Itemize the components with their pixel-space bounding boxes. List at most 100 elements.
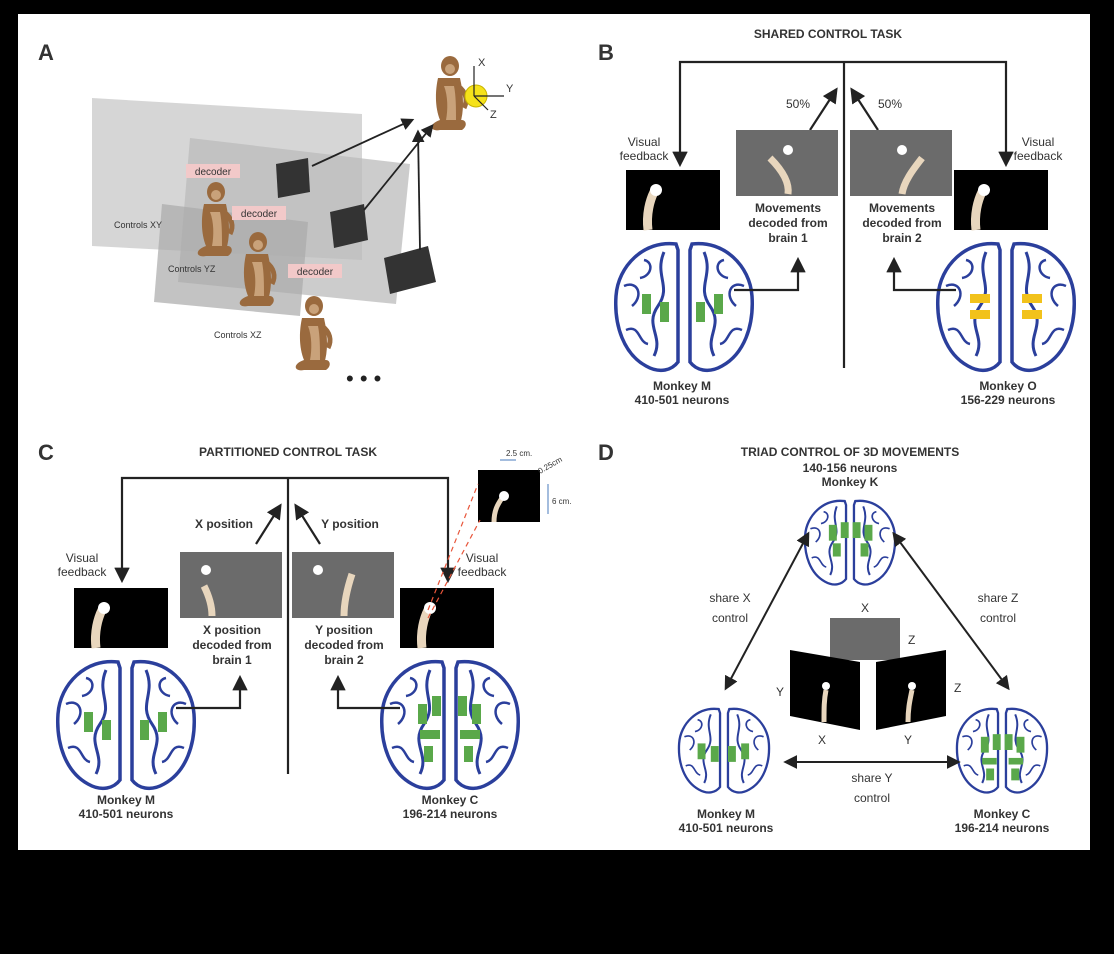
brain-icon [380, 659, 520, 791]
feedback-label-left: feedback [58, 565, 108, 579]
decoded-label-left: decoded from [192, 638, 271, 652]
share-x-label: control [712, 611, 748, 625]
brain-icon [936, 241, 1076, 373]
electrode-array [970, 294, 1042, 319]
decoded-label-right: brain 2 [882, 231, 922, 245]
share-y-label: share Y [851, 771, 892, 785]
feedback-arrow-right [844, 60, 1014, 168]
screen-icon [276, 158, 310, 198]
monkey-icon [432, 56, 466, 130]
panel-a-letter: A [38, 40, 54, 65]
arrow [176, 674, 248, 710]
panel-c-letter: C [38, 440, 54, 465]
feedback-label-left: Visual [66, 551, 98, 565]
share-z-label: share Z [978, 591, 1019, 605]
arrow [734, 256, 806, 292]
panel-b-letter: B [598, 40, 614, 65]
share-x-label: share X [709, 591, 750, 605]
monkey-label-right: 196-214 neurons [955, 821, 1050, 835]
axis-label-y: Y [904, 733, 912, 747]
panel-b: B SHARED CONTROL TASK 50% 50% Visual fee… [598, 27, 1076, 407]
percent-left: 50% [786, 97, 810, 111]
share-y-label: control [854, 791, 890, 805]
arrow [311, 118, 415, 167]
monkey-label-right: Monkey C [422, 793, 479, 807]
feedback-label-right: Visual [1022, 135, 1054, 149]
arrow [330, 674, 400, 710]
brain-icon [955, 707, 1049, 794]
top-monkey-label: Monkey K [822, 475, 879, 489]
panel-d: D TRIAD CONTROL OF 3D MOVEMENTS 140-156 … [598, 440, 1050, 835]
electrode-array [980, 734, 1025, 781]
arrow [809, 87, 838, 131]
decoded-label-right: Y position [315, 623, 373, 637]
brain-icon [56, 659, 196, 791]
arrow [850, 87, 879, 131]
monkey-icon [296, 296, 330, 370]
electrode-array [642, 294, 723, 322]
brain-icon [614, 241, 754, 373]
ellipsis: • • • [346, 366, 381, 391]
feedback-arrow-left [114, 476, 288, 584]
decoder-box [232, 206, 286, 220]
decoded-label-left: X position [203, 623, 261, 637]
decoded-label-right: Movements [869, 201, 935, 215]
panel-c: C PARTITIONED CONTROL TASK X position Y … [38, 440, 572, 821]
monkey-label-left: Monkey M [97, 793, 155, 807]
arrow [886, 256, 956, 292]
arrow [294, 503, 321, 545]
panel-a: A decoder decoder decoder Controls XY Co… [38, 40, 514, 391]
feedback-label-right: feedback [1014, 149, 1064, 163]
figure-canvas: A decoder decoder decoder Controls XY Co… [38, 27, 1076, 835]
monkey-label-right: 156-229 neurons [961, 393, 1056, 407]
panel-d-title: TRIAD CONTROL OF 3D MOVEMENTS [741, 445, 959, 459]
controls-yz-label: Controls YZ [168, 264, 216, 274]
brain-icon [803, 499, 897, 586]
decoded-label-right: decoded from [862, 216, 941, 230]
decoder-label: decoder [297, 267, 334, 278]
monkey-label-right: Monkey C [974, 807, 1031, 821]
decoded-label-left: Movements [755, 201, 821, 215]
axis-x-label: X [478, 57, 486, 69]
electrode-array [697, 743, 750, 762]
decoded-screen-left [180, 552, 282, 618]
dim-height-label: 6 cm. [552, 497, 572, 506]
decoded-label-left: brain 1 [768, 231, 808, 245]
feedback-label-left: feedback [620, 149, 670, 163]
decoded-label-left: brain 1 [212, 653, 252, 667]
axis-z-label: Z [490, 109, 497, 121]
zoom-inset: 2.5 cm. 0.25cm 6 cm. [427, 449, 572, 619]
decoded-label-right: decoded from [304, 638, 383, 652]
feedback-label-left: Visual [628, 135, 660, 149]
monkey-label-left: Monkey M [697, 807, 755, 821]
decoder-label: decoder [195, 167, 232, 178]
feedback-screen-left [626, 170, 720, 230]
decoded-label-right: brain 2 [324, 653, 364, 667]
axis-y-label: Y [506, 83, 514, 95]
decoder-box [288, 264, 342, 278]
figure-panel: A decoder decoder decoder Controls XY Co… [18, 14, 1090, 850]
axis-label-y: Y [776, 685, 784, 699]
monkey-label-right: 196-214 neurons [403, 807, 498, 821]
feedback-label-right: Visual [466, 551, 498, 565]
monkey-label-right: Monkey O [979, 379, 1036, 393]
dim-width-label: 2.5 cm. [506, 449, 532, 458]
dim-target-label: 0.25cm [537, 455, 565, 476]
xz-screen [830, 618, 900, 660]
y-position-label: Y position [321, 517, 379, 531]
percent-right: 50% [878, 97, 902, 111]
feedback-screen-left [74, 588, 168, 648]
top-monkey-label: 140-156 neurons [803, 461, 898, 475]
axis-label-x: X [818, 733, 826, 747]
share-x-arrow [724, 531, 810, 691]
monkey-label-left: 410-501 neurons [79, 807, 174, 821]
panel-c-title: PARTITIONED CONTROL TASK [199, 445, 377, 459]
electrode-array [828, 522, 873, 557]
feedback-arrow-right [288, 476, 456, 584]
arrow [411, 129, 425, 251]
electrode-array [84, 712, 167, 740]
controls-xz-label: Controls XZ [214, 330, 262, 340]
arrow [255, 503, 282, 545]
monkey-label-left: 410-501 neurons [679, 821, 774, 835]
share-z-label: control [980, 611, 1016, 625]
